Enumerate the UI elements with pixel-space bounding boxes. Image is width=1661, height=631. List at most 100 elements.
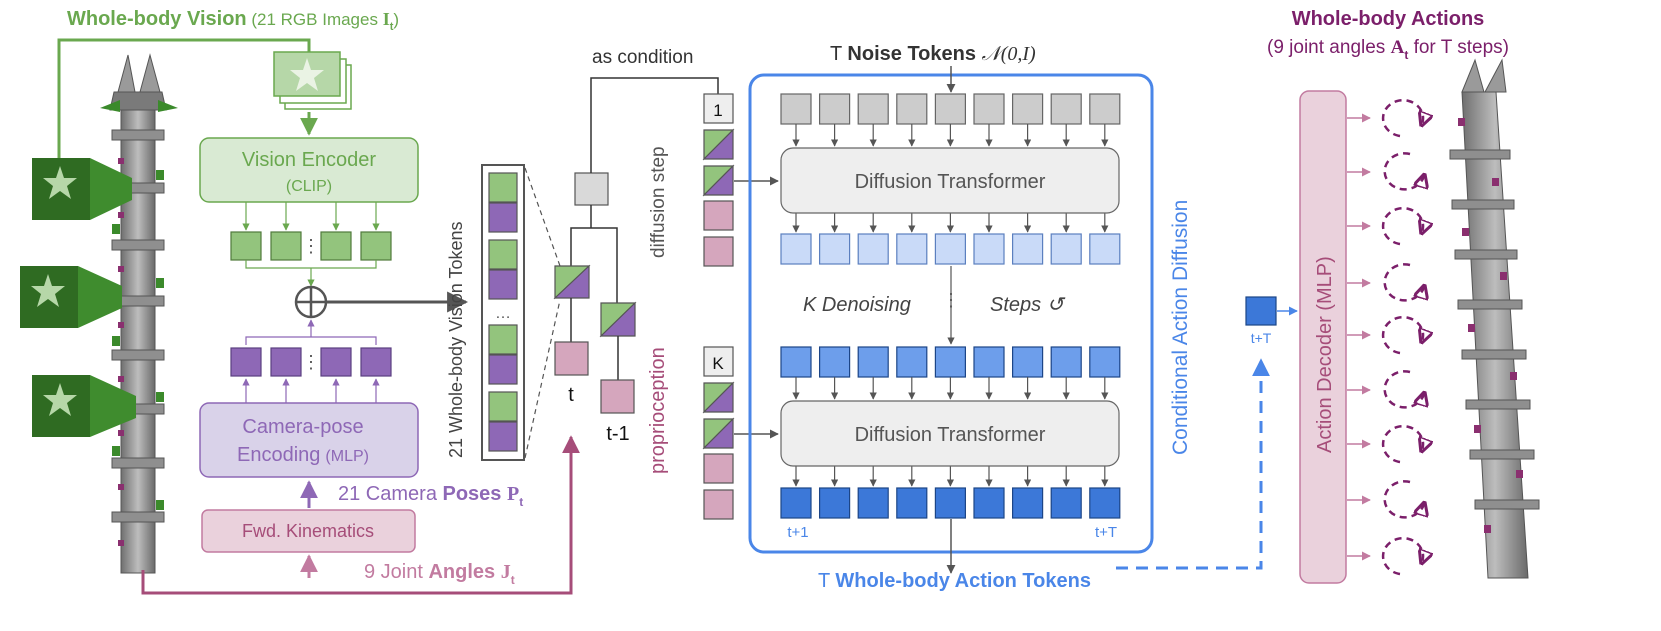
joint-angles-sub: t — [511, 573, 515, 587]
denoised-token-step-1 — [1050, 233, 1082, 265]
denoised-token-step-1 — [934, 233, 967, 265]
token-step-k-input — [818, 346, 851, 378]
conditional-action-diffusion-label: Conditional Action Diffusion — [1169, 200, 1192, 455]
vision-input-line — [57, 38, 311, 158]
joint-rotation-icon — [1381, 99, 1423, 138]
action-tokens-footer: T Whole-body Action Tokens — [818, 570, 1091, 592]
vision-encoder-box: Vision Encoder (CLIP) — [199, 137, 419, 203]
denoised-token-step-1 — [1011, 233, 1044, 265]
feature-sum-operator — [294, 285, 328, 319]
rgb-images-stack-icon — [273, 51, 352, 110]
noise-tokens-math: 𝒩(0,I) — [982, 43, 1036, 65]
camera-frustum-middle — [20, 266, 122, 328]
joint-rotation-icon — [1381, 316, 1423, 355]
denoised-token-step-1 — [973, 233, 1005, 265]
action-token — [896, 487, 928, 519]
vision-token-column: … — [481, 164, 525, 461]
green-encoder-arrows — [242, 202, 380, 231]
action-tokens-bold: Whole-body Action Tokens — [835, 570, 1091, 592]
noise-token — [1050, 93, 1082, 125]
tree-label-t: t — [568, 384, 574, 406]
joint-rotation-icon — [1381, 537, 1423, 576]
actions-header-close: for T steps) — [1408, 37, 1509, 58]
denoising-left-label: K Denoising — [803, 294, 911, 316]
joint-rotation-icon — [1381, 425, 1423, 464]
joint-rotation-icon — [1383, 152, 1424, 191]
joint-angles-symbol: J — [501, 561, 511, 583]
actions-header-detail-text: (9 joint angles — [1267, 37, 1391, 58]
robot-left-illustration — [100, 53, 178, 574]
vision-header: Whole-body Vision (21 RGB Images It) — [67, 8, 399, 33]
vision-header-detail: (21 RGB Images — [247, 10, 383, 29]
forward-kinematics-label: Fwd. Kinematics — [242, 521, 374, 541]
denoised-token-step-1 — [896, 233, 928, 265]
noise-token — [818, 93, 851, 125]
token-rows — [780, 93, 1121, 519]
action-token — [1011, 487, 1044, 519]
token-step-k-input — [780, 346, 812, 378]
zoom-line-top — [524, 167, 561, 267]
noise-token — [973, 93, 1005, 125]
diffusion-transformer-top: Diffusion Transformer — [780, 147, 1120, 214]
vision-encoder-title: Vision Encoder — [242, 149, 377, 171]
diffusion-transformer-bottom: Diffusion Transformer — [780, 400, 1120, 467]
action-decoder-box: Action Decoder (MLP) — [1299, 90, 1347, 584]
noise-tokens-prefix: T — [830, 43, 847, 65]
condition-column-bottom — [702, 346, 735, 520]
noise-token — [1011, 93, 1044, 125]
joint-angles-bold: Angles — [428, 561, 500, 583]
denoised-token-step-1 — [1089, 233, 1121, 265]
token-step-k-input — [1011, 346, 1044, 378]
token-step-k-input — [896, 346, 928, 378]
vision-header-sub: t — [390, 21, 394, 33]
pose-encoding-line2-text: Encoding — [237, 444, 320, 466]
action-token — [973, 487, 1005, 519]
token-step-k-input — [1050, 346, 1082, 378]
denoised-token-step-1 — [780, 233, 812, 265]
as-condition-label: as condition — [592, 47, 693, 68]
action-token — [934, 487, 967, 519]
vision-header-close: ) — [393, 10, 399, 29]
camera-poses-prefix: 21 Camera — [338, 483, 443, 505]
tree-label-t-minus-1: t-1 — [606, 423, 629, 445]
step-badge-last: K — [712, 354, 724, 373]
joint-rotation-icon — [1383, 370, 1424, 409]
purple-merge-line — [245, 336, 377, 345]
token-step-k-input — [1089, 346, 1121, 378]
actions-header-detail: (9 joint angles At for T steps) — [1267, 37, 1509, 62]
noise-token — [780, 93, 812, 125]
dit-bottom-label: Diffusion Transformer — [855, 424, 1046, 446]
camera-frustum-top — [32, 158, 132, 220]
dit-top-label: Diffusion Transformer — [855, 171, 1046, 193]
token-step-k-input — [857, 346, 889, 378]
joint-angles-line — [141, 435, 580, 595]
proprioception-label: proprioception — [647, 347, 669, 474]
vision-tokens-ellipsis: ⋮ — [302, 236, 320, 256]
pose-tokens-ellipsis: ⋮ — [302, 352, 320, 372]
camera-poses-sub: t — [519, 495, 523, 509]
svg-text:…: … — [495, 305, 511, 322]
noise-token — [934, 93, 967, 125]
noise-tokens-bold: Noise Tokens — [847, 43, 981, 65]
action-token — [1050, 487, 1082, 519]
denoised-token-step-1 — [857, 233, 889, 265]
step-badge-first: 1 — [713, 101, 722, 120]
dashed-action-token-path — [1116, 358, 1270, 570]
joint-rotation-icons — [1381, 99, 1424, 576]
single-action-token-label: t+T — [1251, 330, 1272, 346]
joint-angles-prefix: 9 Joint — [364, 561, 428, 583]
vision-tokens-vertical-label: 21 Whole-body Vision Tokens — [446, 222, 466, 458]
joint-rotation-icon — [1383, 480, 1424, 519]
token-step-k-input — [973, 346, 1005, 378]
actions-header-sub: t — [1404, 48, 1408, 62]
action-token — [780, 487, 812, 519]
vision-encoder-subtitle: (CLIP) — [286, 178, 332, 195]
action-token — [1089, 487, 1121, 519]
condition-line — [590, 77, 719, 173]
action-decoder-label: Action Decoder (MLP) — [1314, 256, 1336, 453]
denoised-token-step-1 — [818, 233, 851, 265]
diffusion-step-label: diffusion step — [648, 146, 669, 258]
token-step-k-input — [934, 346, 967, 378]
noise-token — [857, 93, 889, 125]
